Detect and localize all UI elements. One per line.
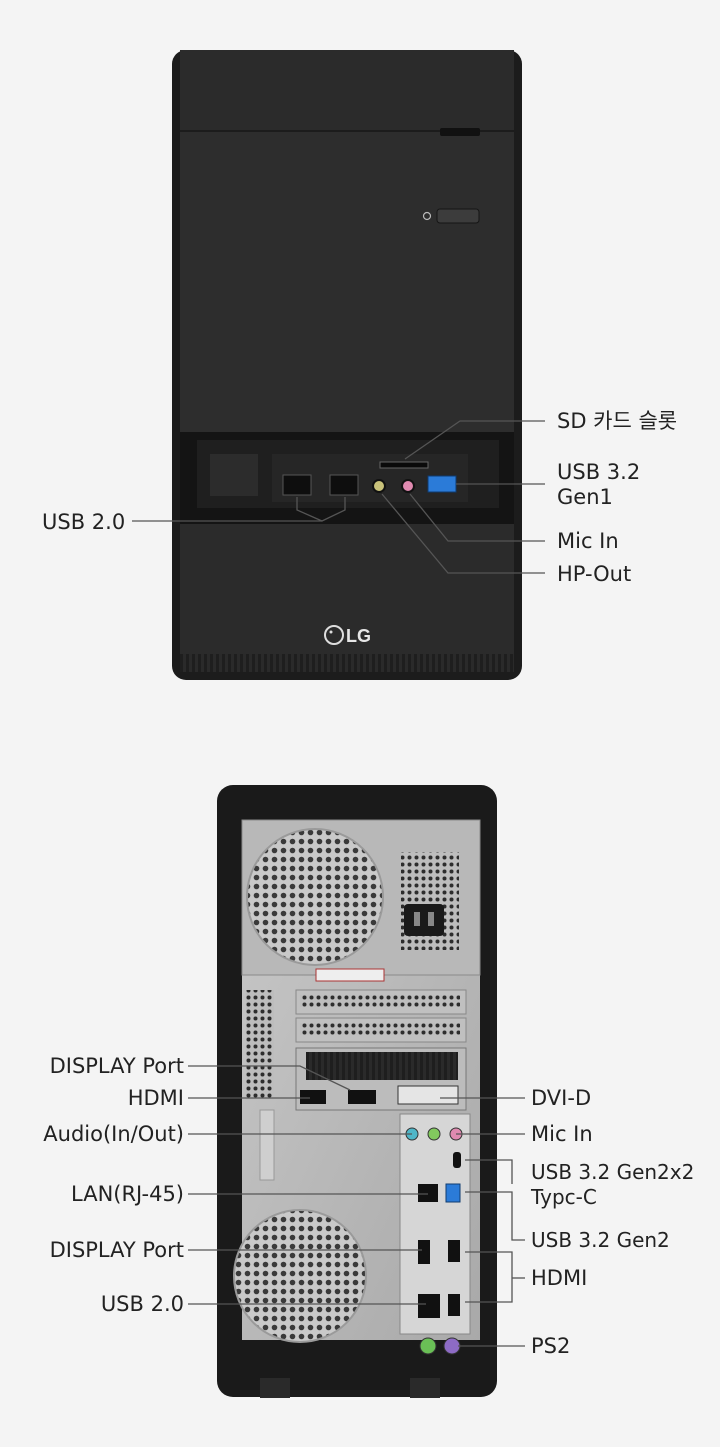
label-hdmi-1: HDMI — [127, 1086, 184, 1110]
label-dvi-d: DVI-D — [531, 1086, 592, 1110]
label-ps2: PS2 — [531, 1334, 571, 1358]
label-usb32-gen1-line1: USB 3.2 — [557, 460, 641, 484]
label-rear-hdmi: HDMI — [531, 1266, 588, 1290]
label-front-mic-in: Mic In — [557, 529, 619, 553]
label-hp-out: HP-Out — [557, 562, 632, 586]
rear-tower — [217, 785, 497, 1398]
front-tower: LG — [172, 50, 522, 680]
label-rear-usb20: USB 2.0 — [100, 1292, 184, 1316]
label-audio: Audio(In/Out) — [43, 1122, 184, 1146]
label-usb-gen2x2-line2: Typc-C — [531, 1185, 597, 1209]
label-usb32-gen1-line2: Gen1 — [557, 485, 613, 509]
label-rear-mic-in: Mic In — [531, 1122, 593, 1146]
rear-callout-lines — [188, 1065, 525, 1347]
label-front-usb20: USB 2.0 — [42, 510, 126, 534]
front-callout-lines — [132, 420, 545, 574]
label-display-port-1: DISPLAY Port — [49, 1054, 184, 1078]
label-usb-gen2: USB 3.2 Gen2 — [531, 1228, 670, 1252]
label-lan: LAN(RJ-45) — [71, 1182, 184, 1206]
label-usb-gen2x2-line1: USB 3.2 Gen2x2 — [531, 1160, 695, 1184]
label-sd-slot: SD 카드 슬롯 — [557, 409, 678, 433]
lg-logo: LG — [346, 626, 371, 646]
label-display-port-2: DISPLAY Port — [49, 1238, 184, 1262]
